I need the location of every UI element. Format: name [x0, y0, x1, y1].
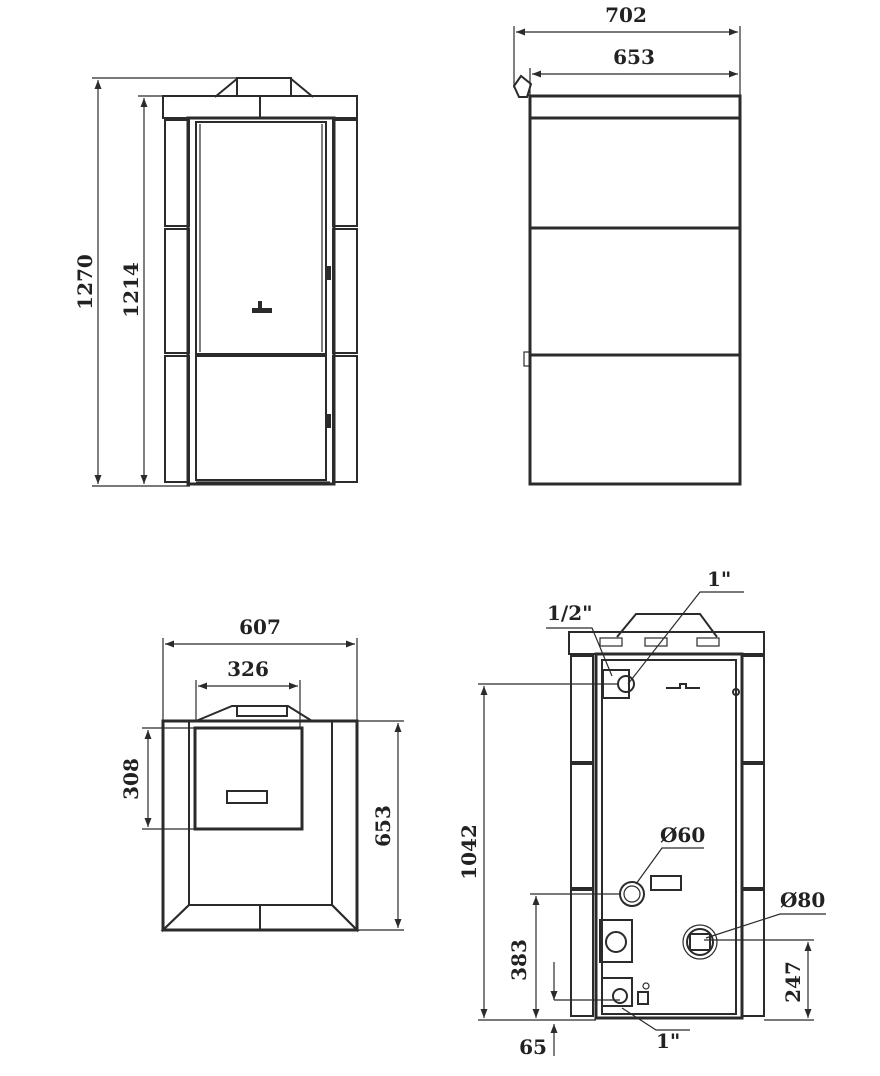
rear-view: 1/2" 1" Ø60 Ø80 1" 1042 383 247 65: [457, 567, 826, 1059]
rear-one-inch-top-label: 1": [707, 567, 731, 591]
rear-phi60-label: Ø60: [660, 823, 705, 847]
rear-one-inch-bottom-label: 1": [656, 1029, 680, 1053]
rear-phi80-label: Ø80: [780, 888, 825, 912]
side-depth-702-label: 702: [605, 3, 647, 27]
front-height-1214-label: 1214: [119, 262, 143, 318]
top-depth-653-label: 653: [371, 805, 395, 847]
front-view: 1270 1214: [73, 77, 358, 487]
top-outlet-width-326-label: 326: [227, 657, 269, 681]
front-height-1270-label: 1270: [73, 254, 97, 310]
top-width-607-label: 607: [239, 615, 281, 639]
rear-height-247-label: 247: [781, 961, 805, 1003]
top-view: 607 326 308 653: [119, 615, 404, 933]
rear-half-inch-label: 1/2": [547, 601, 593, 625]
rear-height-1042-label: 1042: [457, 824, 481, 880]
rear-height-383-label: 383: [507, 939, 531, 981]
side-view: 702 653: [512, 3, 742, 486]
rear-offset-65-label: 65: [519, 1035, 547, 1059]
side-depth-653-label: 653: [613, 45, 655, 69]
top-outlet-depth-308-label: 308: [119, 758, 143, 800]
